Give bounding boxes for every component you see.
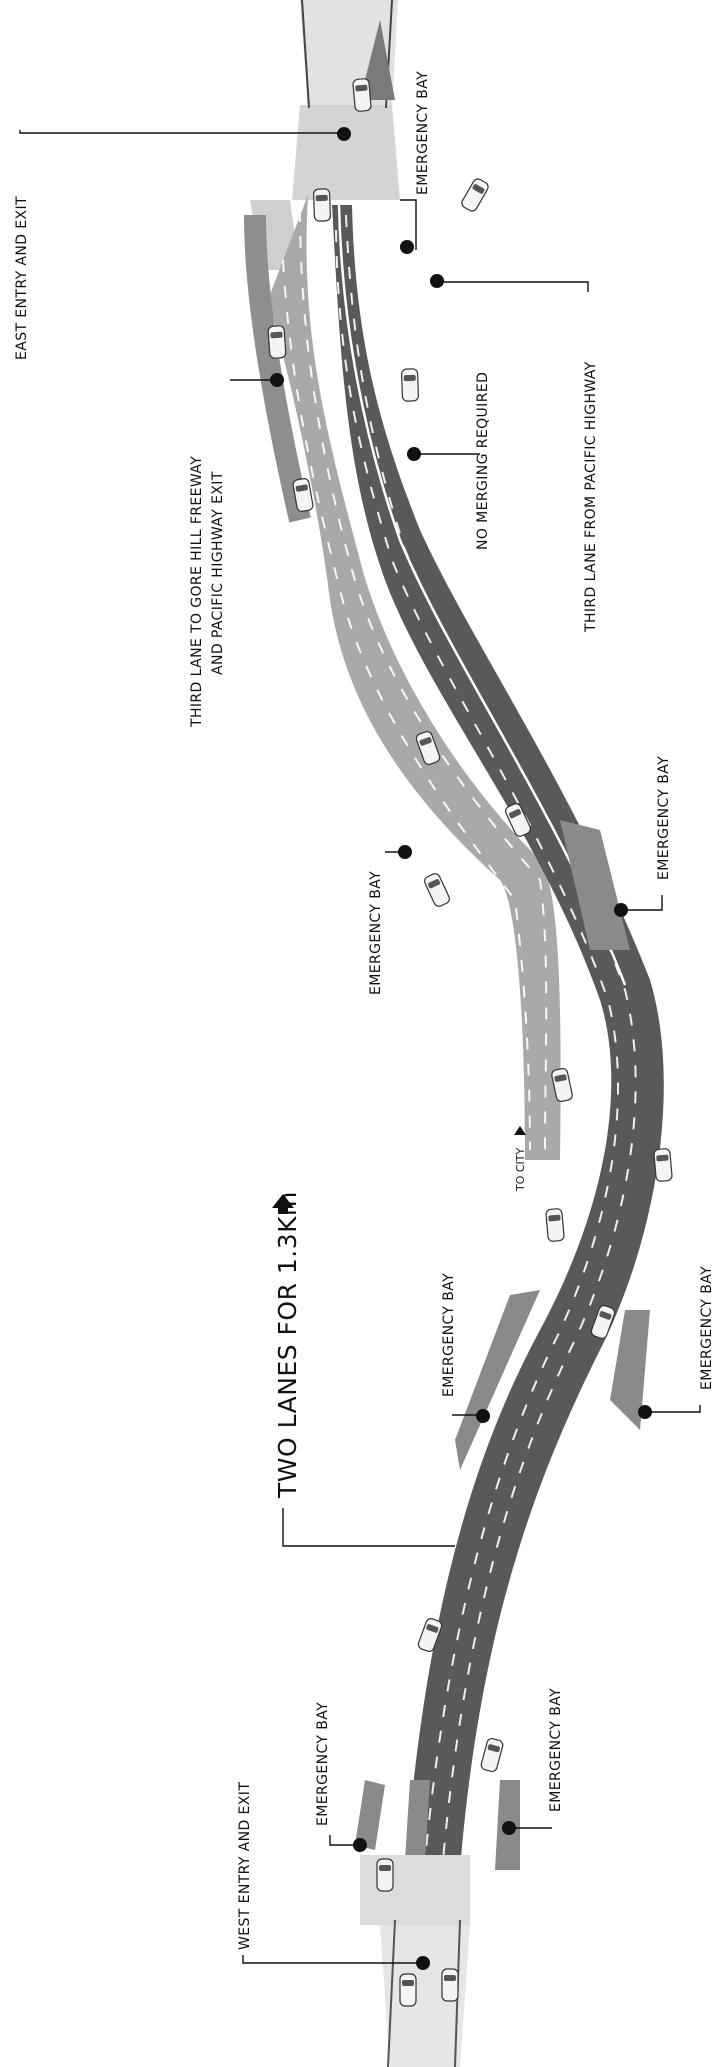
car xyxy=(313,188,331,222)
emergency-bay-dot xyxy=(614,903,628,917)
west-entry-dot xyxy=(416,1956,430,1970)
car xyxy=(417,1618,443,1652)
third-lane-from-pacific-dot xyxy=(430,274,444,288)
car xyxy=(401,368,419,402)
emergency-bay-dot xyxy=(476,1409,490,1423)
emergency-bay-label: EMERGENCY BAY xyxy=(415,71,431,195)
car xyxy=(352,78,372,112)
callouts xyxy=(19,127,701,1970)
emergency-bay-dot xyxy=(353,1838,367,1852)
car xyxy=(441,1968,459,2002)
car xyxy=(653,1148,673,1182)
two-lanes-label: TWO LANES FOR 1.3Km xyxy=(273,1191,302,1499)
car xyxy=(480,1737,504,1773)
emergency-bay-label: EMERGENCY BAY xyxy=(368,871,384,995)
two-lanes-arrow-icon xyxy=(272,1194,294,1214)
west-entry-label: WEST ENTRY AND EXIT xyxy=(237,1782,253,1950)
cars xyxy=(267,78,673,2007)
emergency-bay-label: EMERGENCY BAY xyxy=(548,1688,564,1812)
third-lane-from-pacific-label: THIRD LANE FROM PACIFIC HIGHWAY xyxy=(583,361,599,633)
car xyxy=(590,1305,616,1339)
road-to-city xyxy=(244,195,561,1160)
third-lane-to-gore-label-line2: AND PACIFIC HIGHWAY EXIT xyxy=(210,471,226,675)
emergency-bay-label: EMERGENCY BAY xyxy=(656,756,672,880)
car xyxy=(292,478,314,512)
emergency-bay-dot xyxy=(502,1821,516,1835)
emergency-bay-label: EMERGENCY BAY xyxy=(441,1273,457,1397)
emergency-bay-dot xyxy=(400,240,414,254)
car xyxy=(545,1208,565,1242)
car xyxy=(415,731,441,765)
third-lane-to-gore-dot xyxy=(270,373,284,387)
emergency-bay-dot xyxy=(398,845,412,859)
road-from-city xyxy=(332,204,664,1870)
car xyxy=(267,325,287,359)
car xyxy=(424,873,450,907)
emergency-bay-label: EMERGENCY BAY xyxy=(699,1266,714,1390)
no-merging-label: NO MERGING REQUIRED xyxy=(475,372,491,550)
emergency-bay-label: EMERGENCY BAY xyxy=(315,1702,331,1826)
no-merging-dot xyxy=(407,447,421,461)
east-entry-dot xyxy=(337,127,351,141)
east-entry-label: EAST ENTRY AND EXIT xyxy=(14,196,30,360)
car xyxy=(505,803,531,837)
third-lane-to-gore-label-line1: THIRD LANE TO GORE HILL FREEWAY xyxy=(189,456,205,728)
labels: EAST ENTRY AND EXIT EMERGENCY BAY THIRD … xyxy=(14,71,714,1950)
car xyxy=(399,1973,417,2007)
emergency-bay-dot xyxy=(638,1405,652,1419)
to-city-arrow-icon xyxy=(514,1126,526,1135)
car xyxy=(376,1858,394,1892)
car xyxy=(461,178,489,212)
car xyxy=(551,1068,573,1102)
east-portal xyxy=(250,0,400,270)
to-city-label: TO CITY xyxy=(514,1147,527,1192)
